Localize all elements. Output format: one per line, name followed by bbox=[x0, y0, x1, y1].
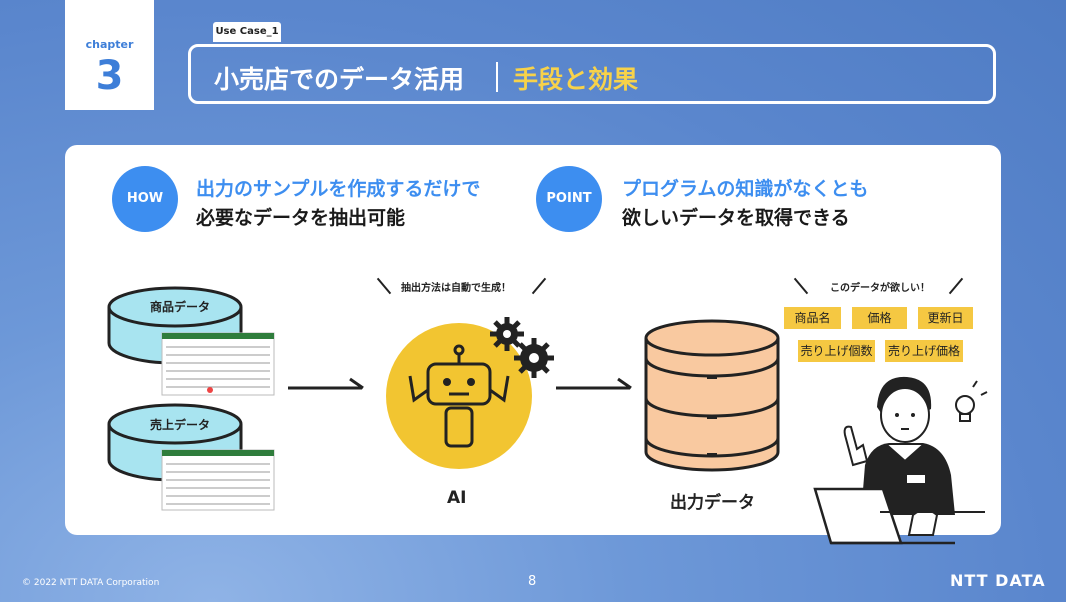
product-db-label: 商品データ bbox=[150, 300, 211, 314]
sales-database-icon bbox=[107, 403, 275, 511]
chapter-label: chapter bbox=[85, 38, 134, 51]
chapter-box: chapter 3 bbox=[65, 0, 154, 110]
ai-note: 抽出方法は自動で生成！ bbox=[401, 283, 511, 294]
usecase-tab: Use Case_1 bbox=[213, 22, 281, 42]
title-separator bbox=[496, 62, 498, 92]
want-note: このデータが欲しい！ bbox=[830, 283, 930, 294]
tag-sales-count: 売り上げ個数 bbox=[798, 340, 875, 362]
title-bar bbox=[188, 44, 996, 104]
tag-updated: 更新日 bbox=[918, 307, 973, 329]
page-title: 小売店でのデータ活用 bbox=[214, 65, 465, 94]
how-line2: 必要なデータを抽出可能 bbox=[196, 207, 406, 229]
tag-price: 価格 bbox=[852, 307, 907, 329]
copyright: © 2022 NTT DATA Corporation bbox=[22, 578, 160, 588]
output-database-icon bbox=[644, 319, 780, 472]
chapter-number: 3 bbox=[95, 53, 124, 99]
ai-robot-icon bbox=[386, 317, 554, 469]
output-label: 出力データ bbox=[670, 493, 755, 513]
how-line1: 出力のサンプルを作成するだけで bbox=[196, 178, 481, 200]
desk-line bbox=[880, 511, 985, 513]
person-at-laptop-illustration bbox=[813, 376, 988, 545]
point-line1: プログラムの知識がなくとも bbox=[622, 178, 869, 200]
page-number: 8 bbox=[528, 574, 537, 589]
arrow-right-icon bbox=[288, 377, 364, 390]
how-badge: HOW bbox=[112, 166, 178, 232]
page-subtitle: 手段と効果 bbox=[513, 65, 639, 94]
tag-product-name: 商品名 bbox=[784, 307, 841, 329]
tag-sales-amount: 売り上げ価格 bbox=[885, 340, 963, 362]
point-badge: POINT bbox=[536, 166, 602, 232]
sales-db-label: 売上データ bbox=[150, 418, 211, 432]
product-database-icon bbox=[107, 286, 275, 396]
nttdata-logo: NTT DATA bbox=[950, 571, 1046, 590]
point-line2: 欲しいデータを取得できる bbox=[622, 207, 850, 229]
ai-label: AI bbox=[447, 488, 467, 508]
arrow-right-icon bbox=[556, 377, 632, 390]
